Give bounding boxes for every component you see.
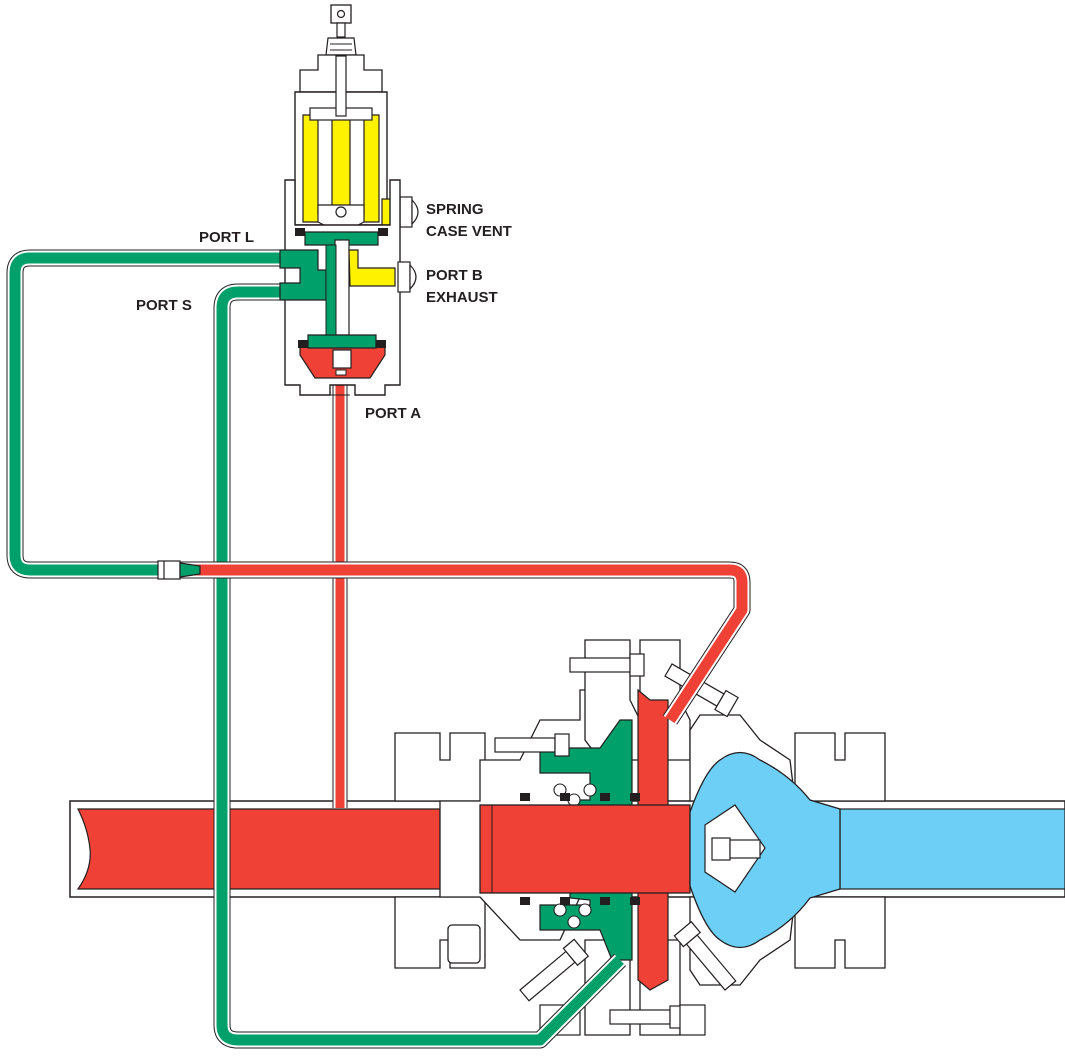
inlet-pipe	[76, 808, 441, 890]
valve-cage	[704, 804, 766, 893]
outlet-passage-blue	[689, 751, 841, 949]
pilot-regulator	[279, 4, 419, 396]
restrictor-fitting	[157, 560, 201, 580]
outlet-flange	[794, 732, 886, 969]
valve-plug	[479, 804, 691, 894]
port-b-passage	[348, 249, 396, 287]
spring-case-vent-label-1: SPRING	[426, 201, 484, 218]
port-b-label-1: PORT B	[426, 267, 483, 284]
pilot-diaphragm-green	[304, 231, 379, 246]
port-s-label: PORT S	[136, 297, 192, 314]
port-l-label: PORT L	[199, 229, 254, 246]
outlet-pipe	[839, 808, 1065, 890]
spring-case-vent-label-2: CASE VENT	[426, 223, 512, 240]
inlet-flange	[394, 732, 486, 969]
port-a-label: PORT A	[365, 405, 422, 422]
port-b-label-2: EXHAUST	[426, 289, 498, 306]
main-valve-spring	[553, 783, 597, 929]
